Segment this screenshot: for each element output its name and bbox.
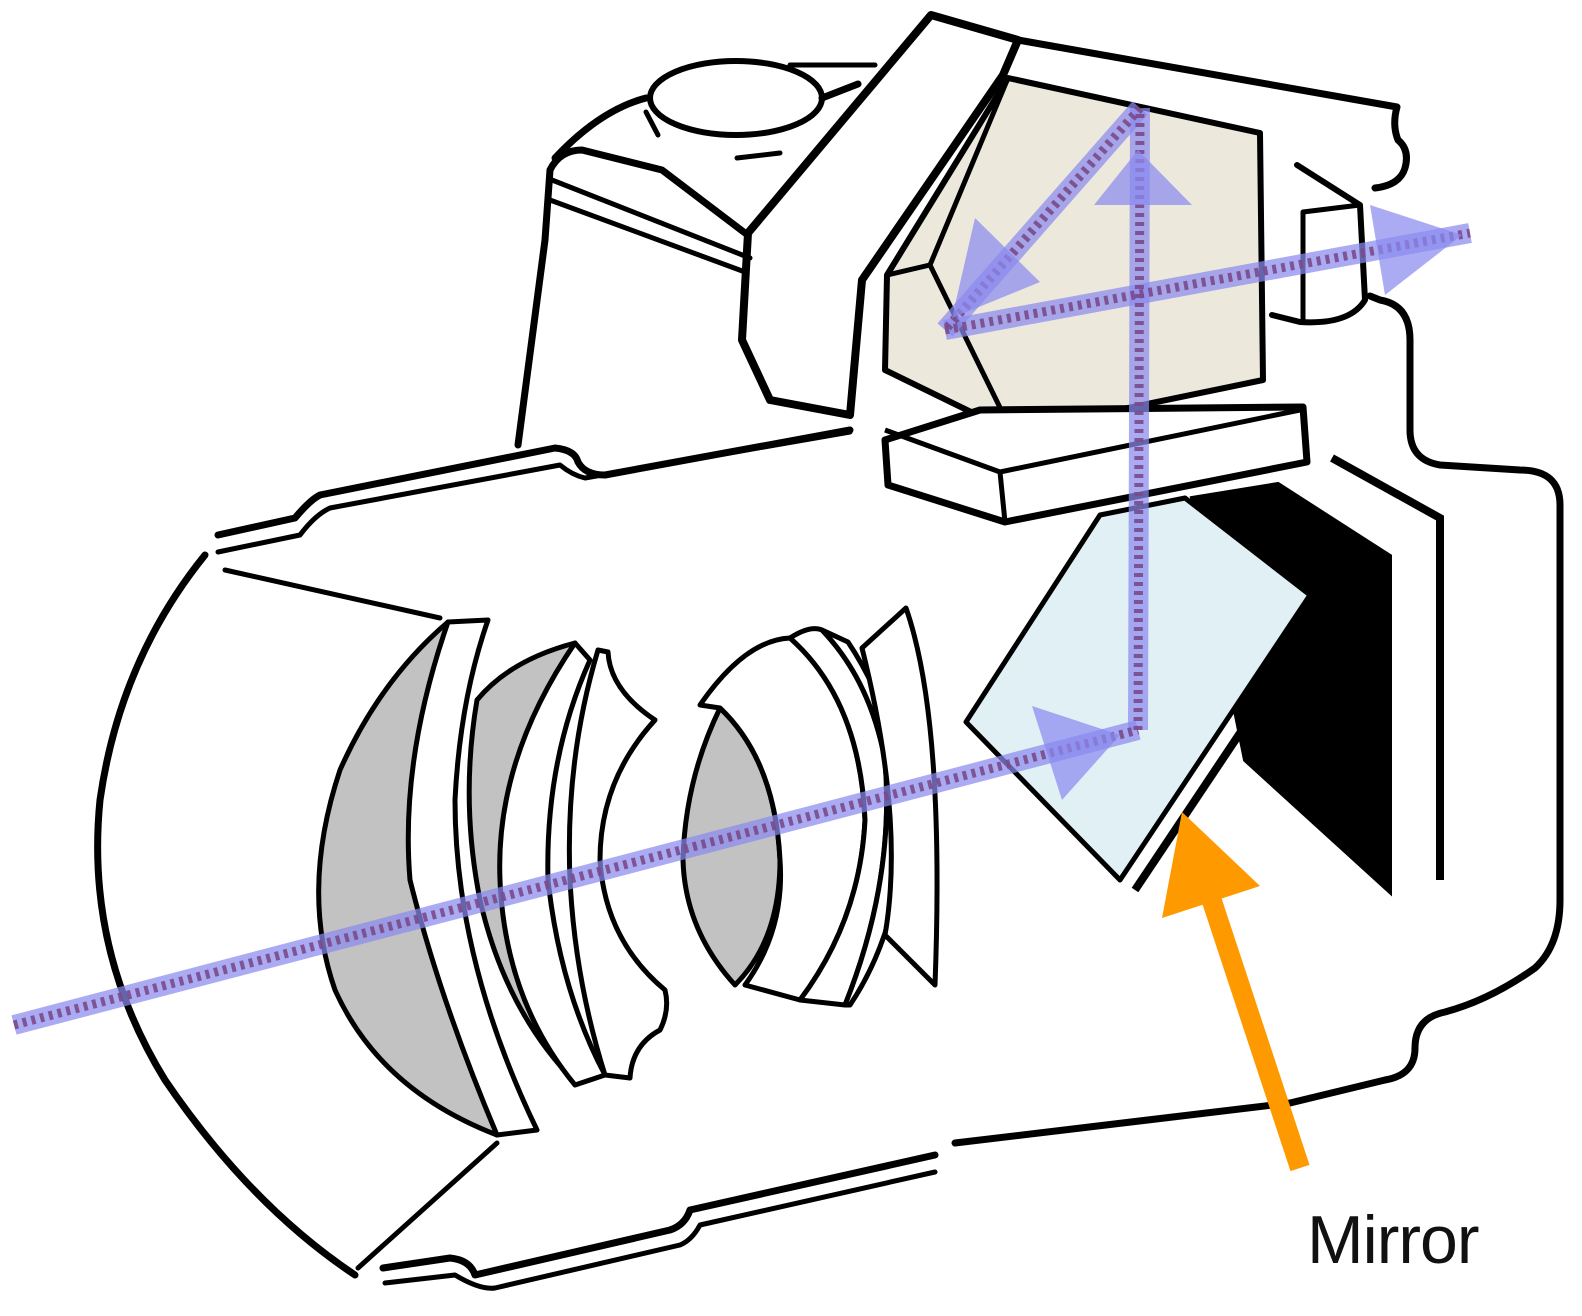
lens-element-2-rim <box>497 640 608 1088</box>
dial-marks <box>643 62 878 161</box>
arrowhead-prism-diagonal <box>952 218 1040 318</box>
body-bottom-line-2 <box>382 1169 938 1291</box>
mirror-back <box>1131 600 1331 893</box>
body-bottom-line <box>379 1151 939 1279</box>
body-back-plate <box>1330 454 1444 880</box>
prism-edge <box>886 77 1015 434</box>
body-top-line-2 <box>215 429 853 555</box>
body-top-right <box>1014 36 1410 192</box>
pointer-arrow-head <box>1162 812 1260 918</box>
focusing-screen-edge <box>884 407 1301 523</box>
pentaprism <box>881 75 1311 526</box>
prism-face <box>882 75 1266 435</box>
body-top-left-seam <box>547 177 753 275</box>
arrowhead-up-to-prism <box>1094 150 1192 205</box>
dial-top <box>647 58 825 138</box>
lens-barrel-outer <box>94 551 359 1279</box>
light-path <box>11 101 1472 1035</box>
prism-housing <box>738 11 1022 419</box>
pointer-arrow-shaft <box>1195 876 1310 1172</box>
focusing-screen <box>881 403 1311 526</box>
body-top-left <box>514 146 749 449</box>
lens-barrel-lines <box>222 567 500 1271</box>
camera-body <box>94 11 1564 1291</box>
mirror-callout: Mirror <box>1162 812 1480 1278</box>
mirror-assembly <box>963 454 1444 897</box>
arrowhead-to-eyepiece <box>1370 205 1462 295</box>
arrowhead-into-mirror <box>1032 706 1120 800</box>
body-right-outline <box>951 292 1564 1147</box>
light-path-arrowheads <box>952 150 1462 800</box>
eyepiece-outline <box>1269 162 1368 326</box>
body-shoulder <box>551 80 862 162</box>
lens-element-1-rim <box>405 617 540 1138</box>
mirror-label: Mirror <box>1307 1202 1479 1278</box>
body-top-line <box>214 426 854 539</box>
